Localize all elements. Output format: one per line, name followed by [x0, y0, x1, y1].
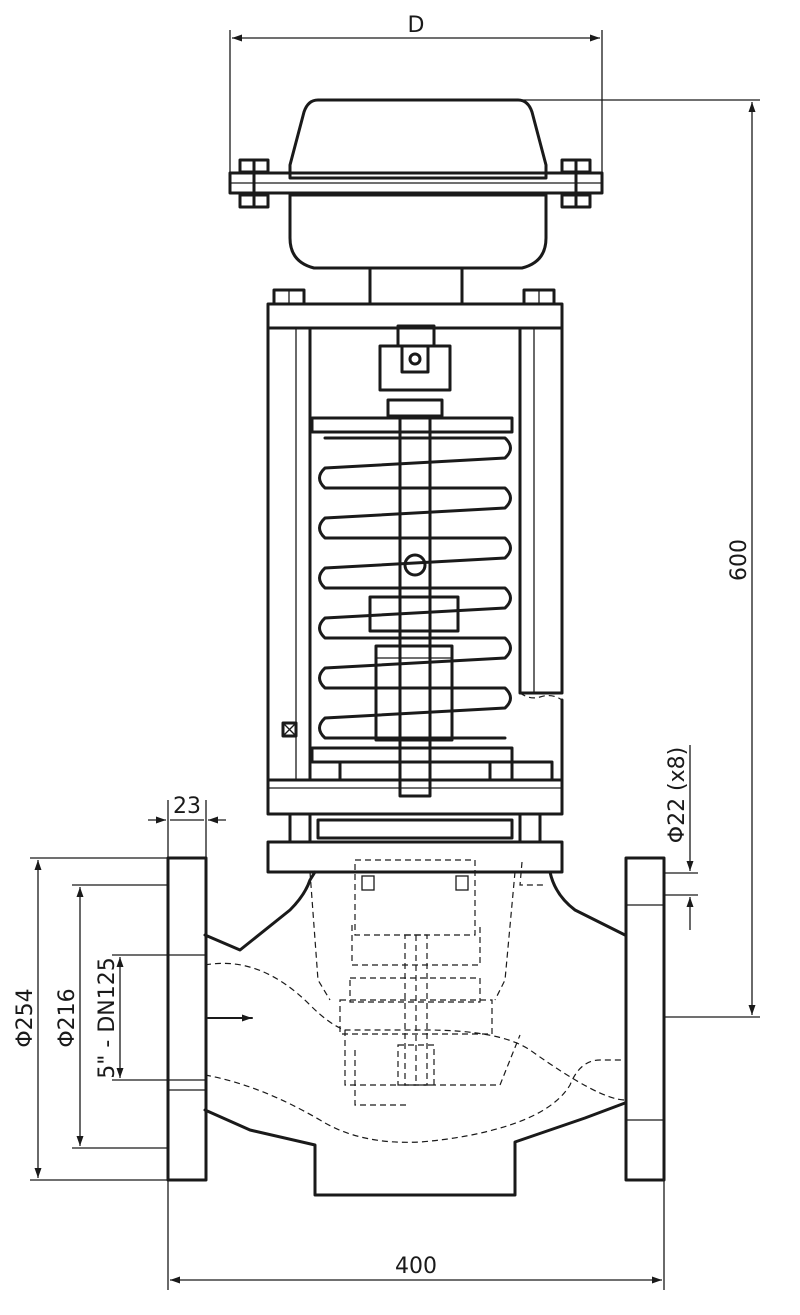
indicator-box	[281, 721, 298, 738]
yoke-bolt-left	[272, 288, 306, 306]
dimension-label-d: D	[408, 13, 425, 38]
dimension-label-dn125: 5" - DN125	[95, 957, 120, 1078]
dimension-label-254: Φ254	[13, 988, 38, 1047]
bolt-left	[238, 158, 270, 209]
dimension-bolt-circle: Φ216	[55, 884, 168, 1149]
yoke-frame	[266, 288, 564, 782]
valve-body	[166, 856, 666, 1197]
yoke-bolt-right	[522, 288, 556, 306]
bolt-right	[560, 158, 592, 209]
dimension-overall-height: 600	[520, 99, 760, 1018]
hidden-internals	[204, 859, 626, 1143]
dimension-label-400: 400	[395, 1254, 437, 1279]
dimension-label-216: Φ216	[55, 988, 80, 1047]
dimension-flange-thickness: 23	[148, 794, 226, 858]
diaphragm-actuator	[228, 98, 604, 306]
dimension-label-23: 23	[173, 794, 201, 819]
dimension-nominal-size: 5" - DN125	[95, 954, 206, 1081]
dimension-flange-od: Φ254	[13, 857, 168, 1181]
dimension-face-to-face: 400	[167, 1180, 665, 1290]
dimension-bolt-holes: Φ22 (x8)	[664, 745, 698, 930]
dimension-label-600: 600	[727, 539, 752, 581]
compression-spring	[310, 416, 554, 782]
valve-stem	[368, 324, 460, 798]
dimension-top-width: D	[229, 13, 603, 173]
dimension-label-bolt-holes: Φ22 (x8)	[665, 747, 690, 844]
bonnet-flange	[266, 778, 564, 874]
